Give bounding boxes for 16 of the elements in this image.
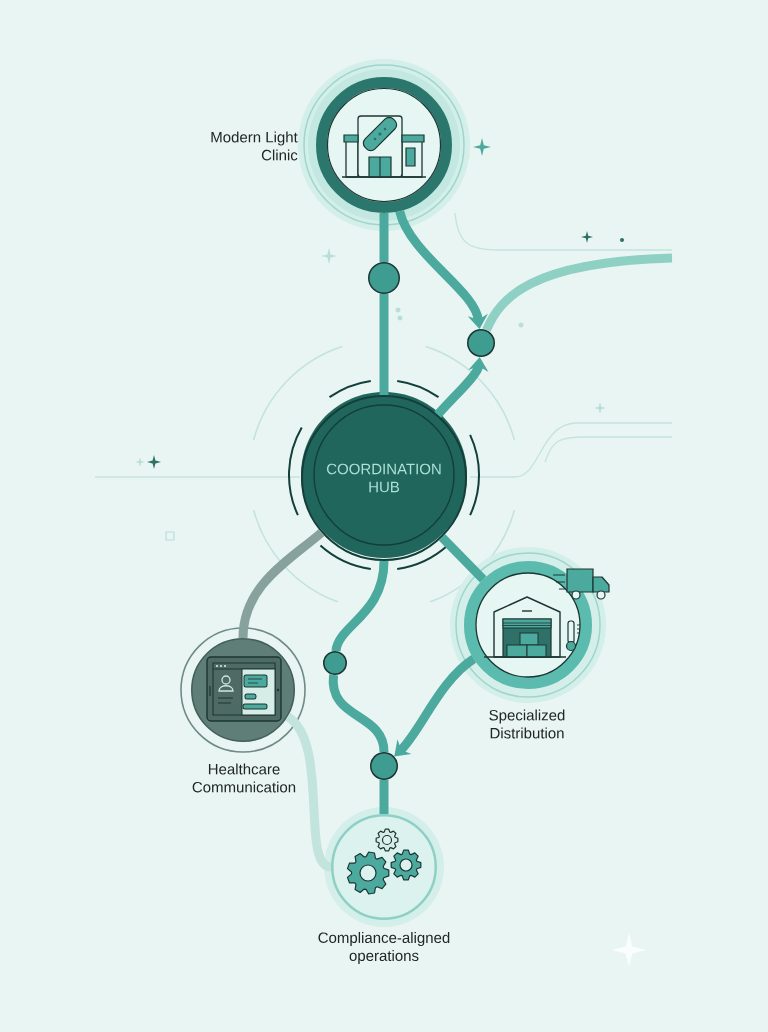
connector-line	[482, 253, 673, 332]
node-label: Modern Light Clinic	[211, 131, 298, 161]
node-label: Healthcare Communication	[192, 763, 296, 793]
connector-line	[379, 780, 389, 814]
junction-dot	[467, 329, 495, 357]
junction-dot	[323, 651, 347, 675]
connector-line	[438, 534, 487, 583]
connector-line	[379, 294, 389, 395]
junction-dot	[370, 752, 398, 780]
node-label: Compliance-aligned operations	[318, 932, 450, 964]
connector-line	[331, 560, 389, 652]
arrow	[394, 655, 477, 757]
connector-line	[284, 713, 333, 872]
connector-line	[238, 529, 325, 639]
junction-dot	[368, 262, 400, 294]
node-label: Specialized Distribution	[489, 709, 565, 739]
